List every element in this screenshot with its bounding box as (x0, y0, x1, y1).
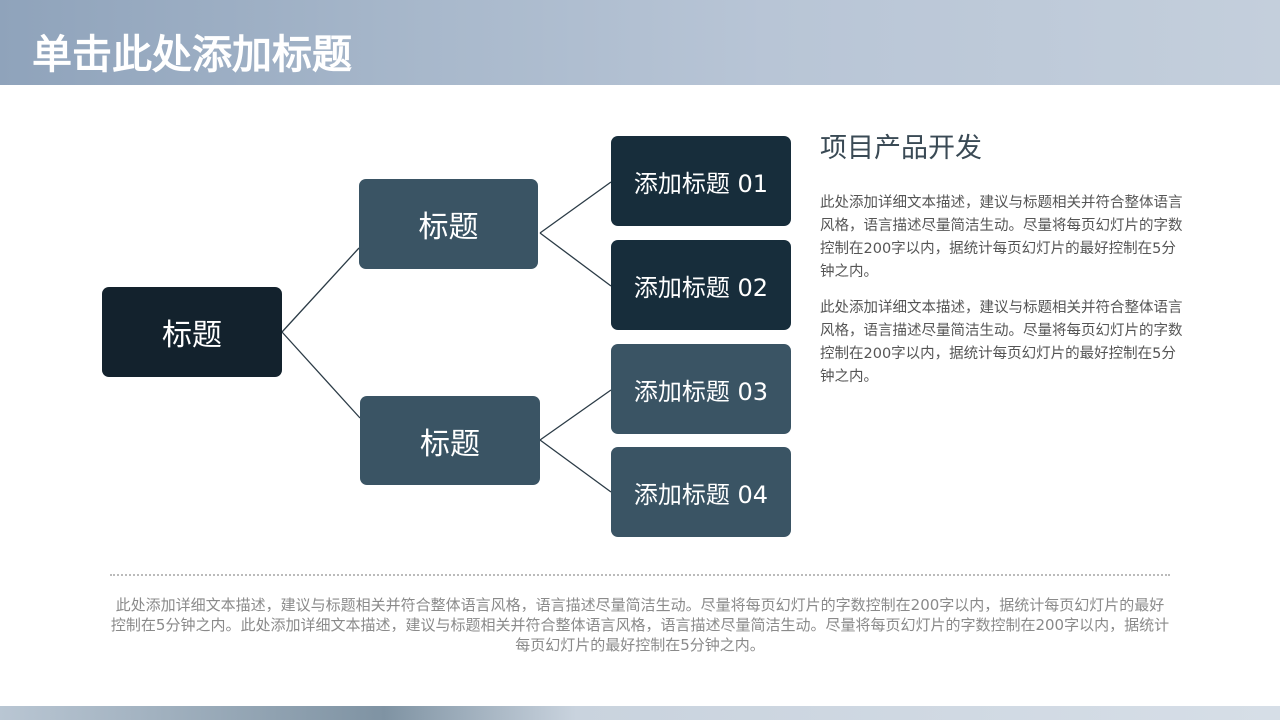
branch-node-2[interactable]: 标题 (360, 396, 540, 485)
side-paragraph-1[interactable]: 此处添加详细文本描述，建议与标题相关并符合整体语言风格，语言描述尽量简洁生动。尽… (820, 195, 1183, 280)
leaf-node-4[interactable]: 添加标题 04 (611, 447, 791, 537)
connector-line (281, 331, 361, 419)
leaf-node-1[interactable]: 添加标题 01 (611, 136, 791, 226)
slide-title[interactable]: 单击此处添加标题 (32, 32, 352, 78)
side-heading[interactable]: 项目产品开发 (820, 133, 982, 164)
root-node[interactable]: 标题 (102, 287, 282, 377)
connector-line (539, 439, 612, 493)
leaf-node-3[interactable]: 添加标题 03 (611, 344, 791, 434)
leaf-node-2[interactable]: 添加标题 02 (611, 240, 791, 330)
branch-node-1[interactable]: 标题 (359, 179, 538, 269)
connector-line (281, 247, 360, 333)
side-paragraph-2[interactable]: 此处添加详细文本描述，建议与标题相关并符合整体语言风格，语言描述尽量简洁生动。尽… (820, 300, 1183, 385)
header-banner (0, 0, 1280, 85)
connector-line (539, 181, 612, 234)
dotted-divider (110, 574, 1170, 576)
connector-line (539, 232, 612, 287)
footer-banner (0, 706, 1280, 720)
footer-text[interactable]: 此处添加详细文本描述，建议与标题相关并符合整体语言风格，语言描述尽量简洁生动。尽… (110, 596, 1170, 654)
connector-line (539, 389, 612, 441)
